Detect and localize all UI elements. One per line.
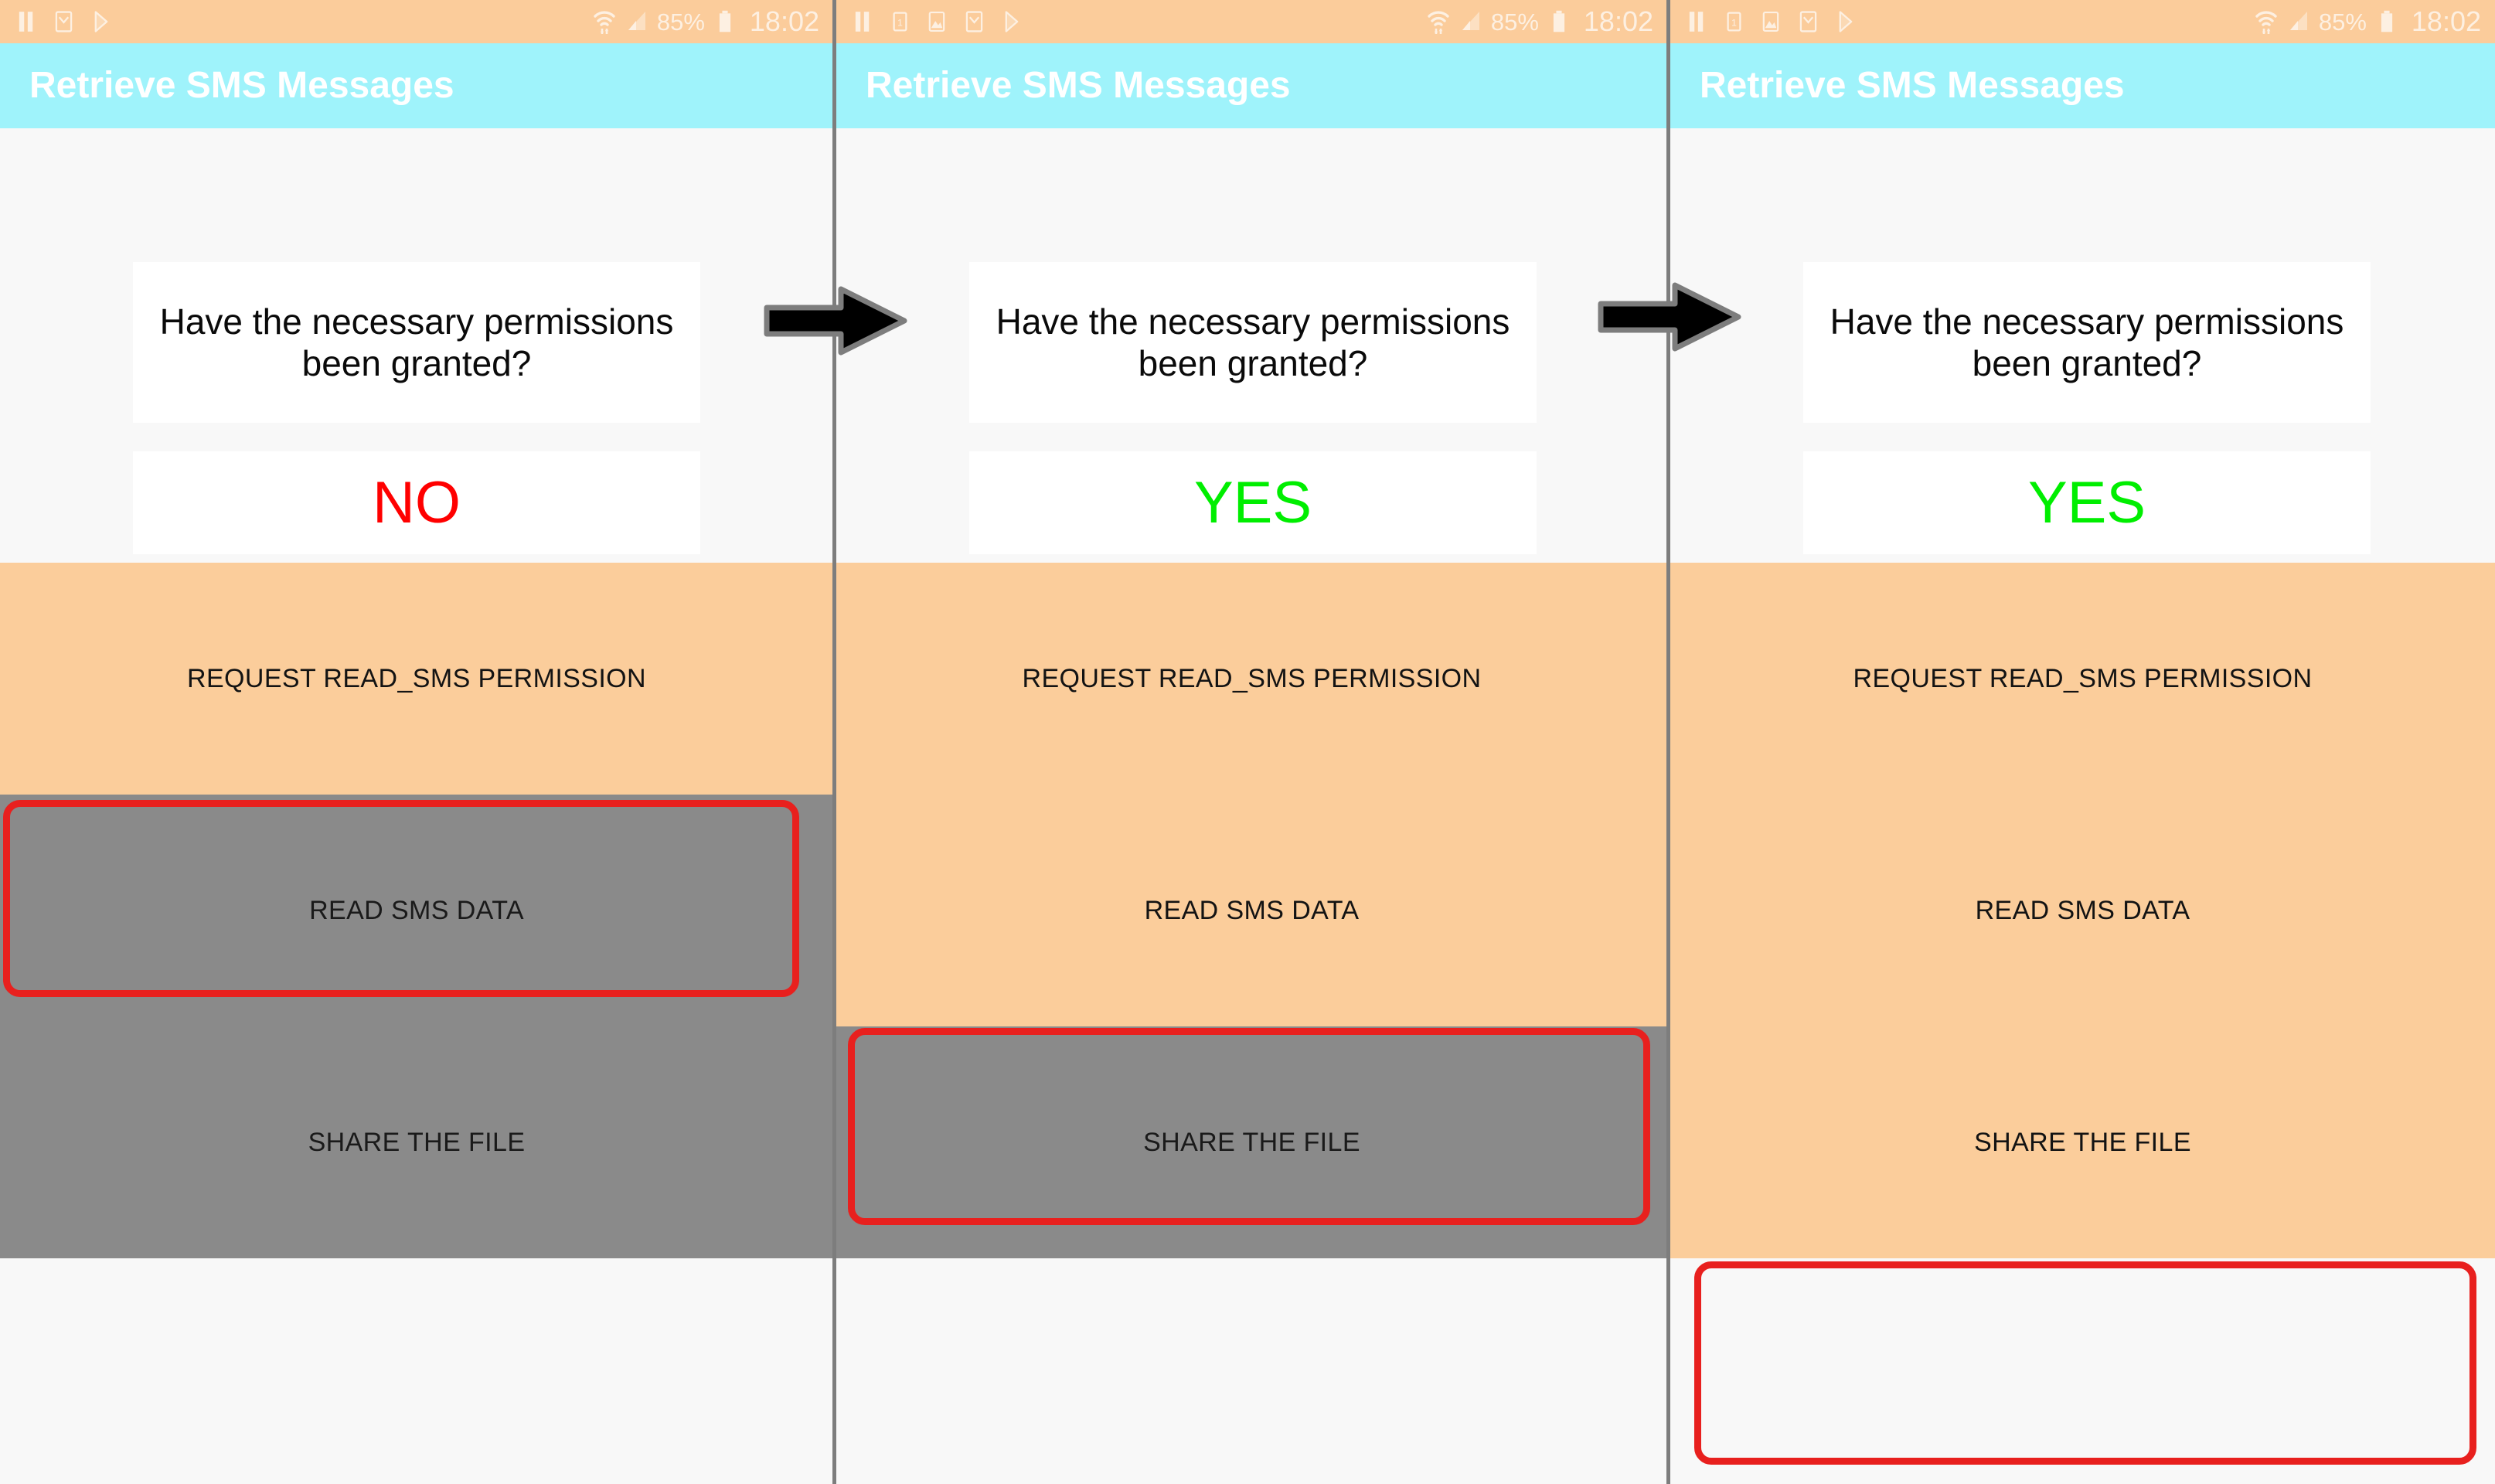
request-read-sms-permission-label: REQUEST READ_SMS PERMISSION [1022,663,1482,693]
share-the-file-label: SHARE THE FILE [308,1127,526,1157]
gmail-icon [962,8,986,36]
gmail-icon [51,8,76,36]
permission-answer-box: YES [969,451,1537,554]
app-bar: Retrieve SMS Messages [1670,43,2495,136]
permission-question-box: Have the necessary permissions been gran… [969,262,1537,423]
app-title: Retrieve SMS Messages [29,65,454,106]
wifi-icon [2254,8,2279,36]
pause-icon [14,8,39,36]
permission-answer-box: YES [1803,451,2371,554]
panel-divider-2 [1666,0,1670,1484]
permission-question-text: Have the necessary permissions been gran… [1830,301,2344,383]
status-bar: 1 85% [836,0,1667,43]
svg-text:1: 1 [1731,17,1737,28]
gmail-icon [1796,8,1820,36]
permission-answer-text: YES [1193,469,1312,536]
phone-screen-panel-3: 1 85% [1670,0,2495,1484]
status-bar-notification-icons: 1 [850,8,1023,36]
action-button-stack: REQUEST READ_SMS PERMISSION READ SMS DAT… [836,563,1667,1484]
clock-label: 18:02 [749,5,819,37]
battery-percent-label: 85% [2318,8,2367,36]
play-store-icon [88,8,113,36]
status-bar: 85% 18:02 [0,0,833,43]
panel-divider-1 [832,0,836,1484]
battery-icon [1547,8,1571,36]
panel-content: Have the necessary permissions been gran… [0,128,833,1484]
permission-answer-box: NO [133,451,700,554]
status-bar-system-icons: 85% 18:02 [592,8,819,36]
status-bar-notification-icons: 1 [1684,8,1857,36]
permission-question-text: Have the necessary permissions been gran… [996,301,1510,383]
read-sms-data-label: READ SMS DATA [309,895,524,925]
status-bar: 1 85% [1670,0,2495,43]
status-bar-system-icons: 85% 18:02 [2254,8,2481,36]
request-read-sms-permission-label: REQUEST READ_SMS PERMISSION [1853,663,2313,693]
battery-icon [2374,8,2399,36]
permission-answer-text: YES [2027,469,2146,536]
signal-icon [2286,8,2311,36]
app-title: Retrieve SMS Messages [1700,65,2125,106]
share-the-file-button: SHARE THE FILE [836,1026,1667,1258]
phone-screen-panel-2: 1 85% [836,0,1667,1484]
pause-icon [1684,8,1709,36]
status-bar-system-icons: 85% 18:02 [1426,8,1653,36]
app-bar: Retrieve SMS Messages [836,43,1667,136]
read-sms-data-button[interactable]: READ SMS DATA [1670,795,2495,1026]
play-store-icon [1833,8,1857,36]
svg-text:1: 1 [897,17,903,28]
action-button-stack: REQUEST READ_SMS PERMISSION READ SMS DAT… [1670,563,2495,1484]
clock-label: 18:02 [1583,5,1653,37]
permission-question-box: Have the necessary permissions been gran… [1803,262,2371,423]
share-the-file-label: SHARE THE FILE [1143,1127,1360,1157]
share-the-file-button[interactable]: SHARE THE FILE [1670,1026,2495,1258]
panel-content: Have the necessary permissions been gran… [1670,128,2495,1484]
share-the-file-label: SHARE THE FILE [1974,1127,2191,1157]
wifi-icon [592,8,617,36]
battery-percent-label: 85% [656,8,705,36]
status-bar-notification-icons [14,8,113,36]
action-button-stack: REQUEST READ_SMS PERMISSION READ SMS DAT… [0,563,833,1484]
read-sms-data-label: READ SMS DATA [1144,895,1360,925]
app-bar: Retrieve SMS Messages [0,43,833,136]
permission-answer-text: NO [373,469,461,536]
request-read-sms-permission-label: REQUEST READ_SMS PERMISSION [187,663,646,693]
request-read-sms-permission-button[interactable]: REQUEST READ_SMS PERMISSION [836,563,1667,795]
permission-question-text: Have the necessary permissions been gran… [159,301,674,383]
signal-icon [1459,8,1483,36]
image-icon [1758,8,1783,36]
read-sms-data-button[interactable]: READ SMS DATA [836,795,1667,1026]
app-title: Retrieve SMS Messages [866,65,1291,106]
request-read-sms-permission-button[interactable]: REQUEST READ_SMS PERMISSION [1670,563,2495,795]
sim-card-1-icon: 1 [1721,8,1746,36]
wifi-icon [1426,8,1451,36]
battery-percent-label: 85% [1490,8,1539,36]
flow-arrow-1-icon [764,278,907,363]
share-the-file-button: SHARE THE FILE [0,1026,833,1258]
battery-icon [713,8,737,36]
clock-label: 18:02 [2411,5,2481,37]
phone-screen-panel-1: 85% 18:02 Retrieve SMS Messages Have the… [0,0,833,1484]
signal-icon [625,8,649,36]
request-read-sms-permission-button[interactable]: REQUEST READ_SMS PERMISSION [0,563,833,795]
permission-question-box: Have the necessary permissions been gran… [133,262,700,423]
panel-content: Have the necessary permissions been gran… [836,128,1667,1484]
read-sms-data-label: READ SMS DATA [1975,895,2190,925]
image-icon [924,8,949,36]
read-sms-data-button: READ SMS DATA [0,795,833,1026]
play-store-icon [999,8,1023,36]
pause-icon [850,8,875,36]
flow-arrow-2-icon [1598,274,1741,359]
sim-card-1-icon: 1 [887,8,912,36]
